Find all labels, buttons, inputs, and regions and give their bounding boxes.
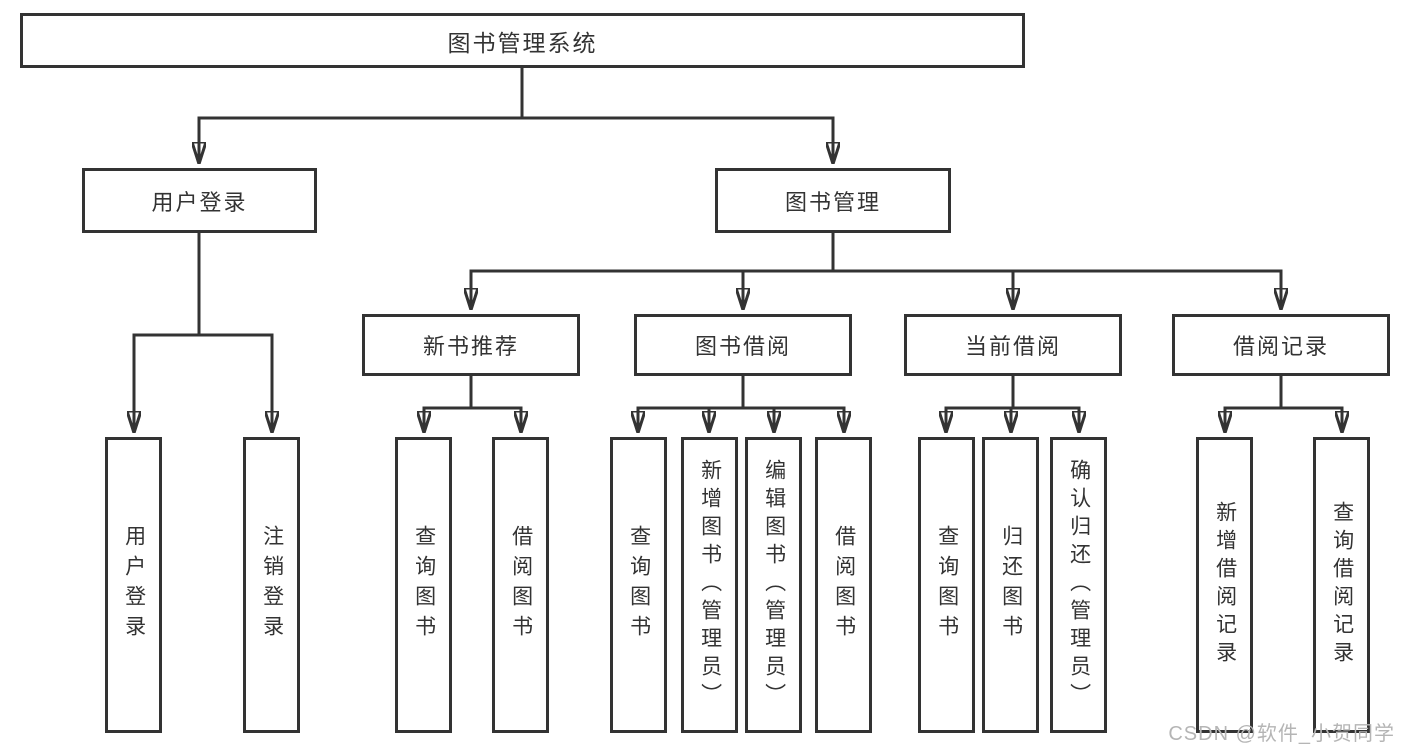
leaf-records-add-record-label: 新增借阅记录 bbox=[1213, 501, 1237, 669]
leaf-currentborrow-query-book-label: 查询图书 bbox=[935, 525, 959, 645]
edge-bookborrow-to-query bbox=[638, 376, 745, 431]
edge-bookborrow-to-edit bbox=[741, 376, 774, 431]
edge-bookborrow-to-borrow bbox=[741, 376, 844, 431]
leaf-currentborrow-confirm-return-admin-label: 确认归还（管理员） bbox=[1067, 459, 1091, 711]
csdn-watermark: CSDN @软件_小贺同学 bbox=[1168, 723, 1395, 745]
edge-bookborrow-to-add bbox=[709, 376, 745, 431]
leaf-bookborrow-query-book: 查询图书 bbox=[610, 437, 667, 733]
node-new-book-recommend: 新书推荐 bbox=[362, 314, 580, 376]
leaf-currentborrow-confirm-return-admin: 确认归还（管理员） bbox=[1050, 437, 1107, 733]
node-book-borrow: 图书借阅 bbox=[634, 314, 852, 376]
node-book-management: 图书管理 bbox=[715, 168, 951, 233]
leaf-bookborrow-edit-book-admin-label: 编辑图书（管理员） bbox=[762, 459, 786, 711]
leaf-bookborrow-query-book-label: 查询图书 bbox=[627, 525, 651, 645]
edge-user-login-to-login-leaf bbox=[134, 233, 201, 431]
edge-bookmgmt-to-book-borrow bbox=[743, 233, 835, 308]
leaf-logout: 注销登录 bbox=[243, 437, 300, 733]
edge-user-login-to-logout-leaf bbox=[197, 233, 272, 431]
leaf-newbook-borrow-book: 借阅图书 bbox=[492, 437, 549, 733]
leaf-logout-label: 注销登录 bbox=[260, 525, 284, 645]
node-current-borrow: 当前借阅 bbox=[904, 314, 1122, 376]
leaf-user-login-label: 用户登录 bbox=[122, 525, 146, 645]
leaf-newbook-query-book: 查询图书 bbox=[395, 437, 452, 733]
leaf-bookborrow-edit-book-admin: 编辑图书（管理员） bbox=[745, 437, 802, 733]
leaf-newbook-query-book-label: 查询图书 bbox=[412, 525, 436, 645]
leaf-records-query-record: 查询借阅记录 bbox=[1313, 437, 1370, 733]
leaf-bookborrow-borrow-book: 借阅图书 bbox=[815, 437, 872, 733]
node-user-login: 用户登录 bbox=[82, 168, 317, 233]
node-library-management-system: 图书管理系统 bbox=[20, 13, 1025, 68]
edge-currentborrow-to-query bbox=[946, 376, 1015, 431]
leaf-bookborrow-borrow-book-label: 借阅图书 bbox=[832, 525, 856, 645]
leaf-bookborrow-add-book-admin: 新增图书（管理员） bbox=[681, 437, 738, 733]
leaf-currentborrow-return-book: 归还图书 bbox=[982, 437, 1039, 733]
edge-records-to-query bbox=[1279, 376, 1342, 431]
edge-records-to-add bbox=[1225, 376, 1283, 431]
leaf-currentborrow-query-book: 查询图书 bbox=[918, 437, 975, 733]
leaf-bookborrow-add-book-admin-label: 新增图书（管理员） bbox=[698, 459, 722, 711]
edge-currentborrow-to-confirm bbox=[1011, 376, 1079, 431]
edge-bookmgmt-to-borrow-records bbox=[831, 233, 1281, 308]
leaf-records-add-record: 新增借阅记录 bbox=[1196, 437, 1253, 733]
edge-root-to-user-login bbox=[199, 68, 524, 162]
leaf-records-query-record-label: 查询借阅记录 bbox=[1330, 501, 1354, 669]
leaf-newbook-borrow-book-label: 借阅图书 bbox=[509, 525, 533, 645]
edge-newbook-to-borrow bbox=[469, 376, 521, 431]
leaf-user-login: 用户登录 bbox=[105, 437, 162, 733]
leaf-currentborrow-return-book-label: 归还图书 bbox=[999, 525, 1023, 645]
edge-root-to-book-management bbox=[520, 68, 833, 162]
node-borrow-records: 借阅记录 bbox=[1172, 314, 1390, 376]
edge-newbook-to-query bbox=[424, 376, 473, 431]
